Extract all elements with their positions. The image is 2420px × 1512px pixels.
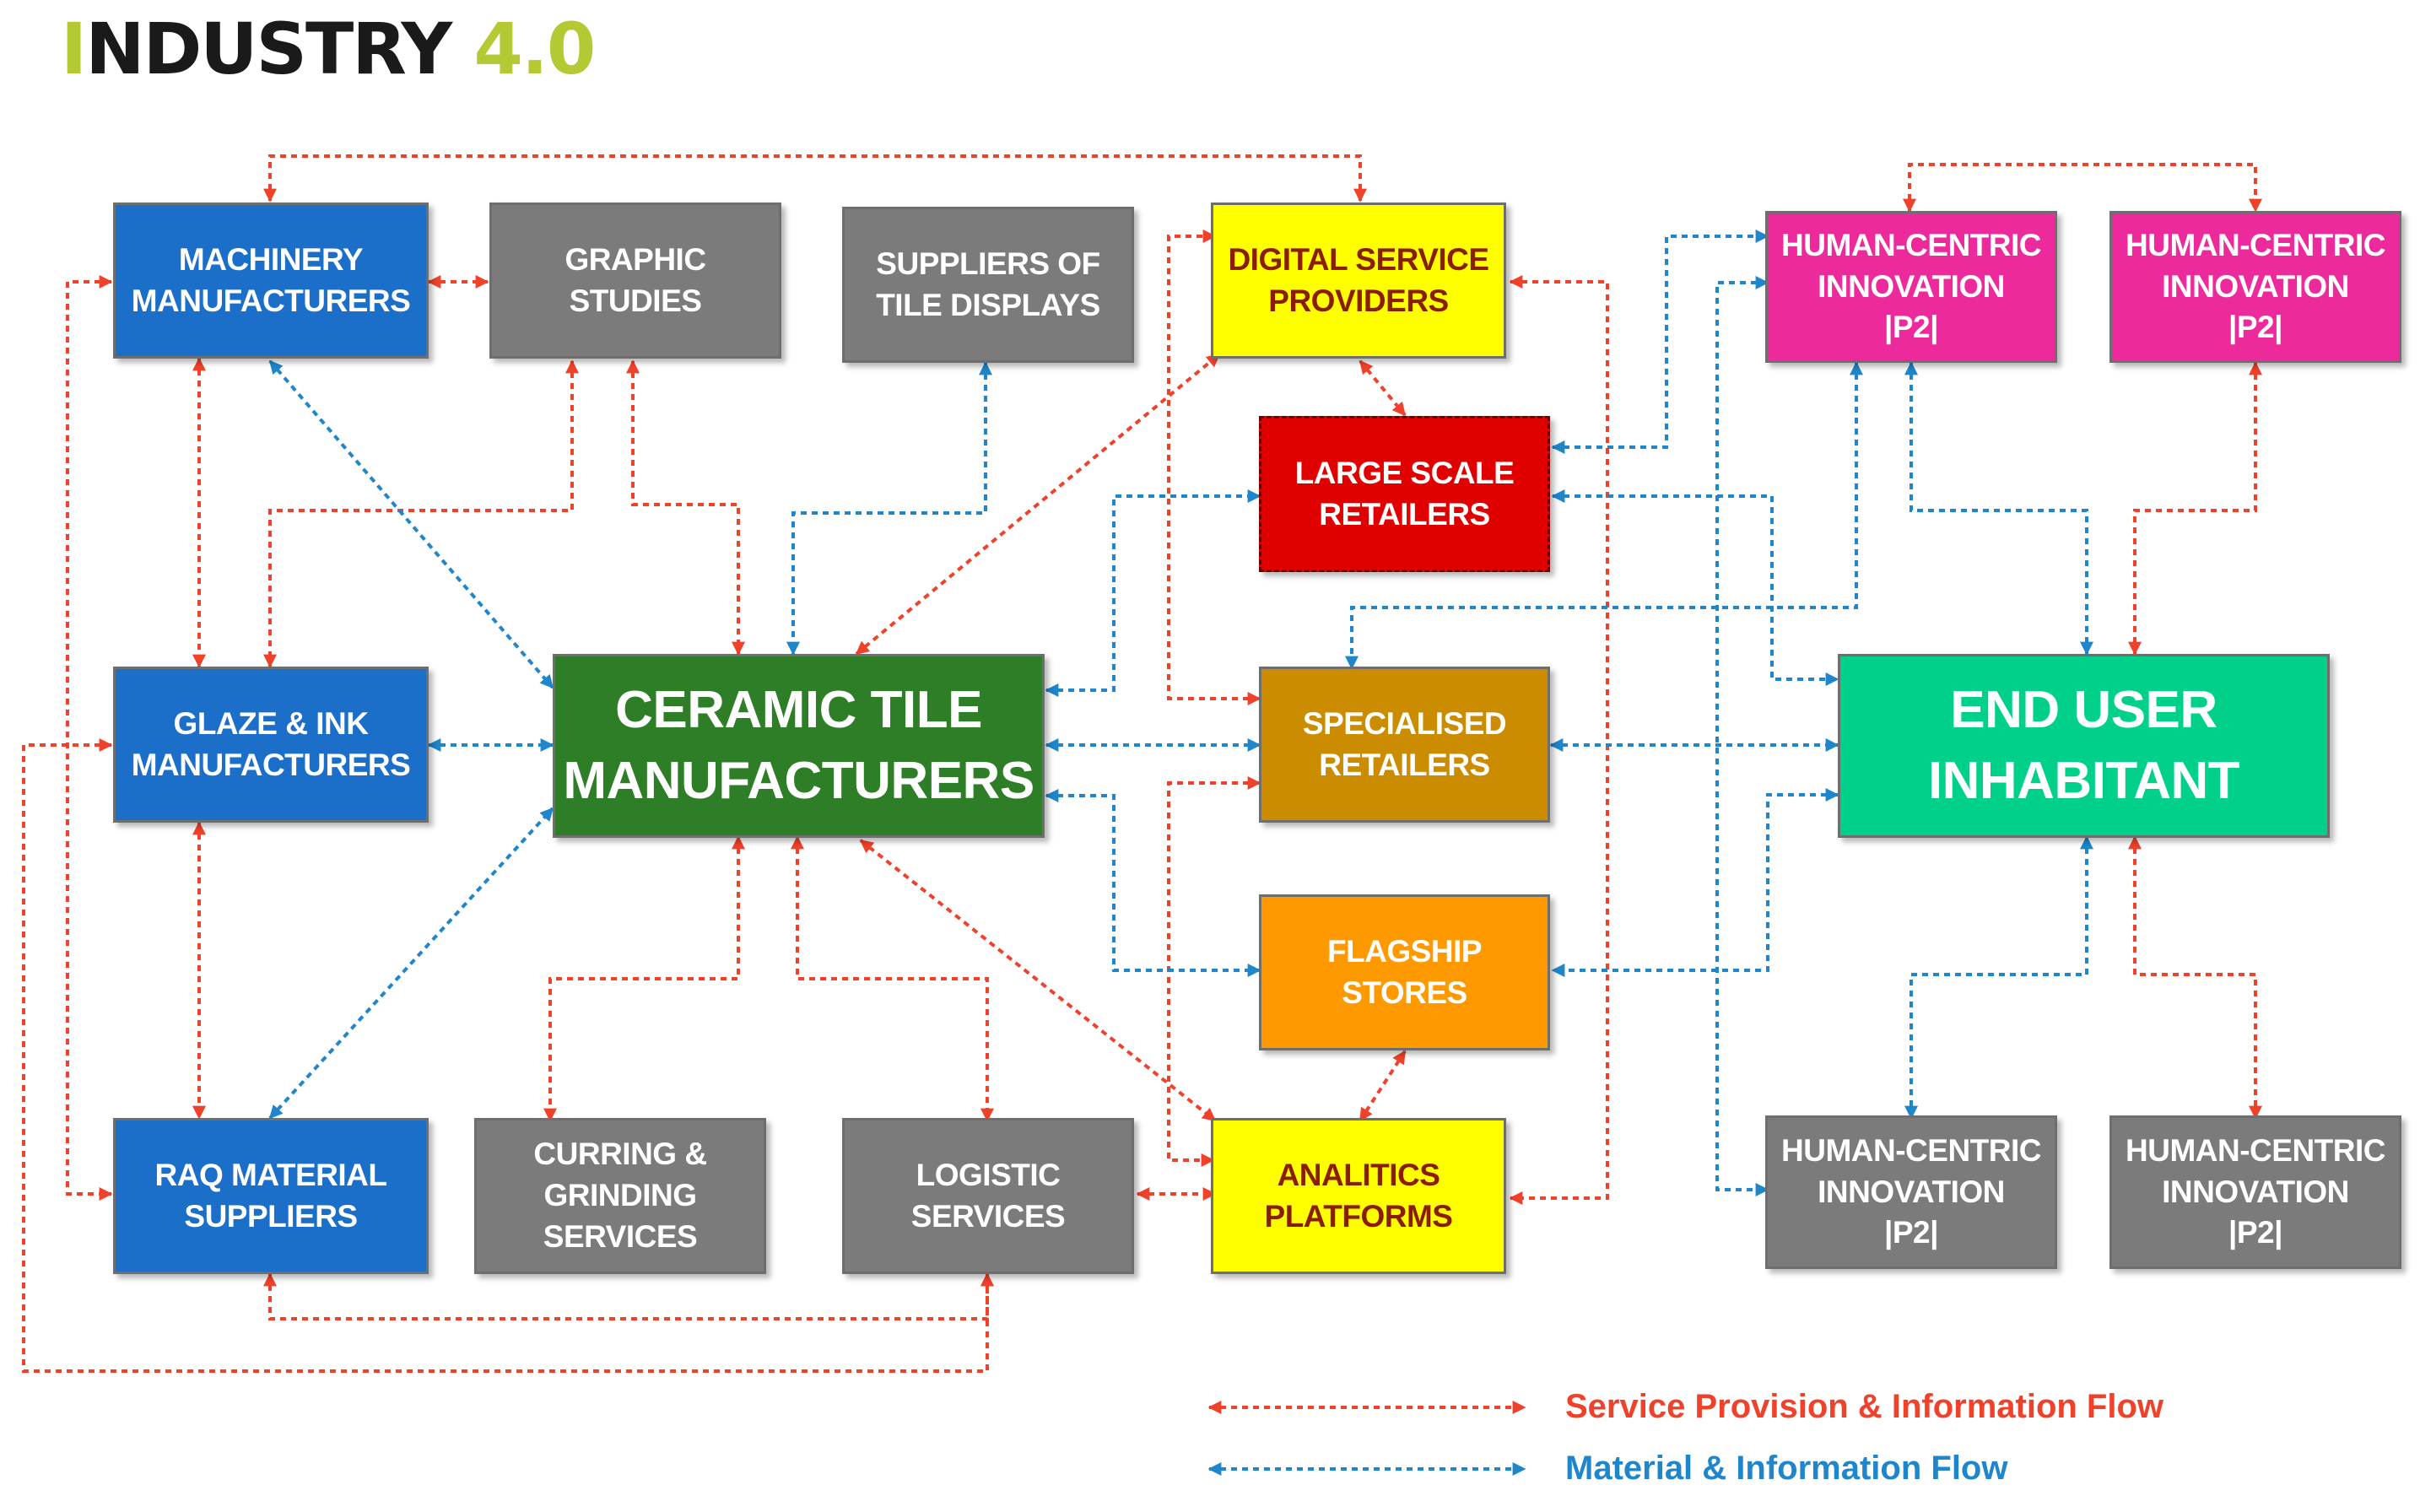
node-glaze: Glaze & Ink Manufacturers [113,667,429,823]
link-glaze-logistic [22,738,994,1373]
node-machinery: Machinery Manufacturers [113,202,429,359]
link-raw-ctm [268,807,554,1120]
title-version: 4.0 [473,8,596,90]
node-raw: RAQ Material Suppliers [113,1118,429,1274]
legend-service-line-icon [1207,1400,1526,1414]
link-ctm-logistic [791,835,994,1122]
diagram-title: INDUSTRY 4.0 [61,7,596,92]
link-special-digital-branch [1167,230,1261,705]
link-digital-large [1359,359,1407,417]
link-hc2-enduser [2128,361,2262,656]
link-machinery-raw [66,275,113,1201]
node-hc4: Human-Centric Innovation |P2| [2109,1115,2401,1269]
title-letter-i: I [61,8,87,90]
node-special: Specialised Retailers [1259,667,1550,823]
link-hc1-hc2 [1903,163,2262,213]
link-displays-ctm [786,361,992,656]
node-displays: Suppliers of Tile Displays [842,207,1134,363]
node-graphic: Graphic Studies [489,202,781,359]
node-analytics: Analitics Platforms [1211,1118,1506,1274]
link-machinery-ctm [268,359,554,689]
legend-service-flow: Service Provision & Information Flow [1202,1388,2163,1426]
node-ctm: Ceramic Tile Manufacturers [553,654,1045,838]
link-graphic-ctm [626,359,745,656]
link-ctm-flagship [1045,789,1261,977]
link-ctm-analytics [859,839,1217,1122]
node-hc2: Human-Centric Innovation |P2| [2109,211,2401,363]
node-hc3: Human-Centric Innovation |P2| [1765,1115,2057,1269]
link-ctm-curring [543,835,745,1122]
link-enduser-hc4 [2128,835,2262,1120]
legend-material-flow: Material & Information Flow [1202,1450,2007,1488]
title-word-industry: NDUSTRY [85,8,474,90]
link-ctm-large [1045,489,1261,697]
link-enduser-flagship [1551,788,1839,977]
node-logistic: Logistic Services [842,1118,1134,1274]
link-flagship-analytics [1359,1050,1407,1122]
node-curring: Curring & Grinding Services [474,1118,766,1274]
node-digital: Digital Service Providers [1211,202,1506,359]
link-machinery-digital [263,154,1367,202]
link-hc1-enduser [1904,361,2093,656]
legend-service-label: Service Provision & Information Flow [1565,1388,2164,1425]
link-enduser-hc3 [1904,835,2093,1120]
link-raw-logistic [263,1272,994,1320]
link-hc1-hc3-vertical [1715,276,1769,1196]
node-flagship: Flagship Stores [1259,894,1550,1050]
link-large-enduser [1551,489,1839,686]
legend-material-label: Material & Information Flow [1565,1450,2008,1487]
node-enduser: End User Inhabitant [1838,654,2330,838]
legend-material-line-icon [1207,1461,1526,1476]
link-graphic-glaze [263,359,579,668]
link-ctm-digital [855,353,1221,656]
link-large-hc1 [1551,230,1769,454]
node-large: Large Scale Retailers [1259,416,1550,572]
node-hc1: Human-Centric Innovation |P2| [1765,211,2057,363]
